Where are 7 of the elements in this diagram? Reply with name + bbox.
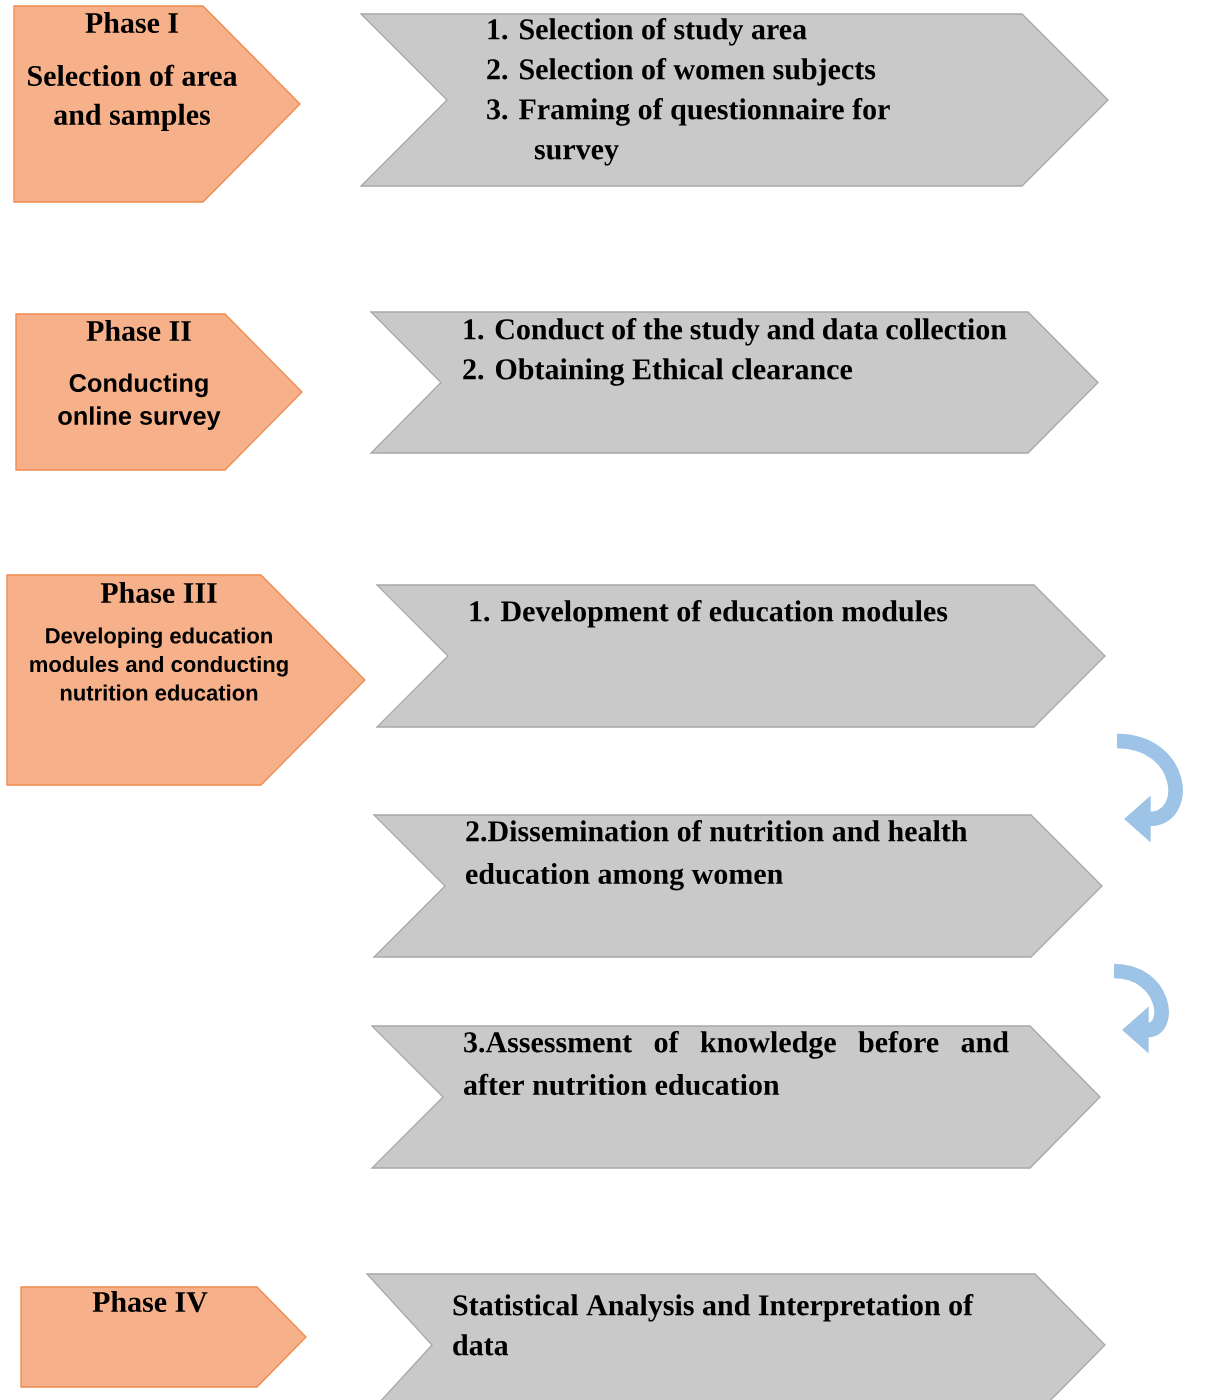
curved-arrow — [1113, 963, 1169, 1054]
chevron-box: 1. Development of education modules — [375, 584, 1106, 728]
chevron-box: 2.Dissemination of nutrition and health education among women — [372, 814, 1103, 958]
chevron-box: Statistical Analysis and Interpretation of data — [365, 1273, 1106, 1400]
chevron-box: 1. Conduct of the study and data collection 2. Obtaining Ethical clearance — [369, 311, 1099, 454]
chevron-box: 3.Assessment of knowledge before and after nutrition education — [370, 1025, 1101, 1169]
chevron-box: 1. Selection of study area 2. Selection of women subjects 3. Framing of questionnaire for survey — [359, 13, 1109, 187]
